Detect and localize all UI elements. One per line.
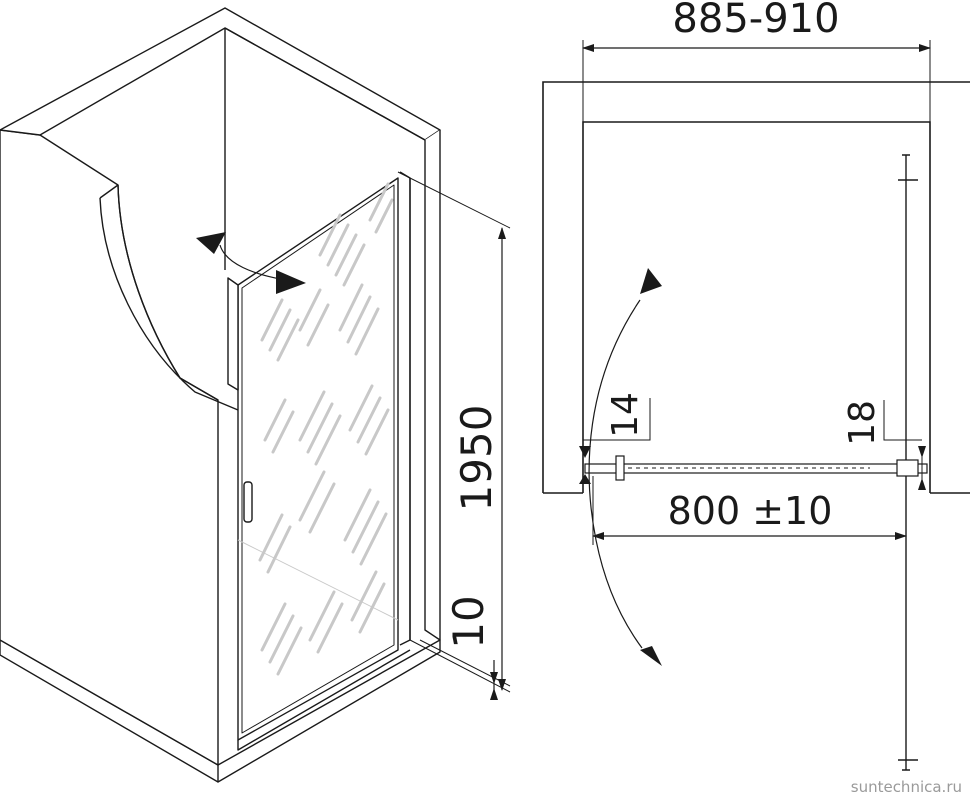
height-label: 1950 — [452, 405, 501, 512]
right-wall-end — [424, 130, 441, 641]
swing-arc-plan — [588, 299, 643, 649]
wall-profile — [227, 277, 239, 391]
back-wall — [224, 27, 426, 270]
plan-handle — [615, 455, 625, 481]
plan-view — [542, 40, 970, 771]
left-wall-top — [0, 7, 441, 141]
niche-walls — [542, 81, 970, 494]
door-handle — [243, 481, 253, 523]
door-width-label: 800 ±10 — [668, 489, 833, 533]
left-profile-label: 14 — [605, 392, 646, 438]
isometric-view — [0, 7, 511, 783]
wall-curve — [117, 184, 219, 401]
opening-width-label: 885-910 — [672, 0, 839, 42]
right-profile-label: 18 — [842, 400, 883, 446]
glass-pattern — [258, 182, 394, 676]
watermark: suntechnica.ru — [851, 778, 962, 796]
gap-label: 10 — [444, 595, 493, 648]
left-profile-leader — [582, 398, 651, 480]
